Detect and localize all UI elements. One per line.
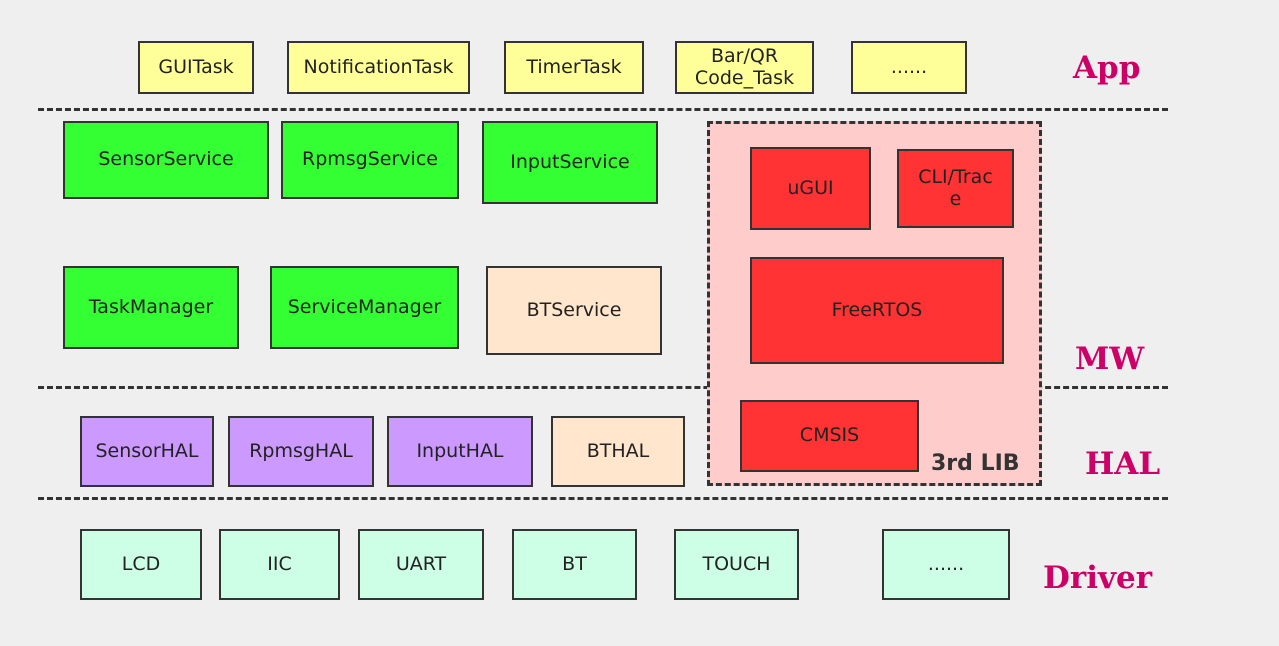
- rpmsg-hal-box: RpmsgHAL: [228, 416, 374, 487]
- sensor-hal-box: SensorHAL: [80, 416, 214, 487]
- barqr-code-task-box: Bar/QR Code_Task: [675, 41, 814, 94]
- bt-service-box: BTService: [486, 266, 662, 355]
- layer-label-app: App: [1073, 50, 1141, 86]
- sensor-service-box: SensorService: [63, 121, 269, 199]
- iic-driver-box: IIC: [219, 529, 340, 600]
- separator-hal-driver: [38, 497, 1168, 500]
- uart-driver-box: UART: [358, 529, 484, 600]
- service-manager-box: ServiceManager: [270, 266, 459, 349]
- touch-driver-box: TOUCH: [674, 529, 799, 600]
- lcd-driver-box: LCD: [80, 529, 202, 600]
- more-drivers-box: ......: [882, 529, 1010, 600]
- separator-app-mw: [38, 108, 1168, 111]
- input-hal-box: InputHAL: [387, 416, 533, 487]
- layer-label-driver: Driver: [1043, 560, 1153, 596]
- notification-task-box: NotificationTask: [287, 41, 470, 94]
- layer-label-hal: HAL: [1085, 446, 1161, 482]
- gui-task-box: GUITask: [138, 41, 254, 94]
- rpmsg-service-box: RpmsgService: [281, 121, 459, 199]
- third-lib-label: 3rd LIB: [931, 451, 1020, 476]
- layer-label-mw: MW: [1075, 341, 1145, 377]
- timer-task-box: TimerTask: [504, 41, 644, 94]
- ugui-box: uGUI: [750, 147, 871, 230]
- more-app-tasks-box: ......: [851, 41, 967, 94]
- bt-hal-box: BTHAL: [551, 416, 685, 487]
- bt-driver-box: BT: [512, 529, 637, 600]
- input-service-box: InputService: [482, 121, 658, 204]
- cli-trace-box: CLI/Trac e: [897, 149, 1014, 228]
- separator-mw-hal: [38, 386, 1168, 389]
- freertos-box: FreeRTOS: [750, 257, 1004, 364]
- task-manager-box: TaskManager: [63, 266, 239, 349]
- cmsis-box: CMSIS: [740, 400, 919, 472]
